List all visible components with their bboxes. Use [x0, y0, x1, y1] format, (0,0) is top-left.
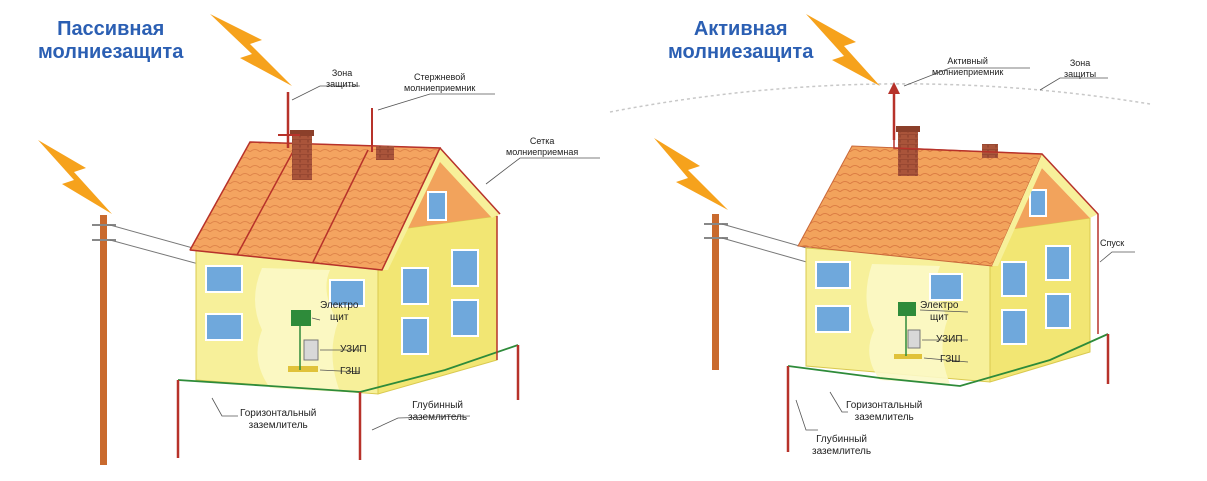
- lightning-bolt-icon: [210, 14, 292, 86]
- lightning-bolt-icon: [806, 14, 880, 86]
- label-text: Горизонтальный: [846, 400, 923, 411]
- passive-title: Пассивная молниезащита: [38, 18, 183, 64]
- lightning-bolt-icon: [38, 140, 112, 214]
- label-horizontal-ground-active: Горизонтальный заземлитель: [846, 400, 922, 424]
- windows: [815, 245, 1071, 345]
- leader-lines: [795, 67, 1135, 431]
- label-text: Электро: [320, 300, 359, 311]
- label-mesh-air-terminal: Сетка молниеприемная: [506, 136, 578, 158]
- passive-scene: [38, 14, 600, 465]
- windows: [205, 249, 479, 355]
- lightning-rod-icon: [888, 82, 1099, 228]
- label-spd-active: УЗИП: [936, 334, 963, 345]
- active-title-line2: молниезащита: [668, 41, 814, 63]
- label-text: Стержневой: [414, 72, 466, 82]
- protection-zone-arc: [609, 83, 1151, 113]
- lightning-rod-icon: [278, 92, 373, 152]
- label-text: заземлитель: [408, 412, 468, 423]
- label-electrical-panel: Электро щит: [320, 300, 358, 324]
- leader-lines: [211, 85, 600, 431]
- label-text: щит: [330, 312, 349, 323]
- label-protection-zone-active: Зона защиты: [1064, 58, 1096, 80]
- label-text: Активный: [947, 56, 988, 66]
- active-scene: [609, 14, 1151, 452]
- lightning-bolt-icon: [654, 138, 728, 210]
- label-text: молниеприемная: [506, 147, 579, 157]
- label-text: Горизонтальный: [240, 408, 317, 419]
- passive-title-line2: молниезащита: [38, 41, 184, 63]
- label-electrical-panel-active: Электро щит: [920, 300, 958, 324]
- label-gzsh: ГЗШ: [340, 366, 361, 377]
- label-text: заземлитель: [854, 412, 914, 423]
- label-text: Зона: [1069, 58, 1091, 68]
- active-title: Активная молниезащита: [668, 18, 813, 64]
- label-protection-zone: Зона защиты: [326, 68, 358, 90]
- label-text: Электро: [920, 300, 959, 311]
- label-rod-air-terminal: Стержневой молниеприемник: [404, 72, 475, 94]
- label-downconductor: Спуск: [1100, 238, 1125, 248]
- label-text: заземлитель: [248, 420, 308, 431]
- electrical-panel-icon: [894, 302, 922, 359]
- label-gzsh-active: ГЗШ: [940, 354, 961, 365]
- label-text: защиты: [326, 79, 359, 89]
- label-text: Глубинный: [816, 434, 868, 445]
- chimney: [292, 134, 312, 180]
- label-spd: УЗИП: [340, 344, 367, 355]
- label-deep-ground: Глубинный заземлитель: [408, 400, 467, 424]
- label-text: защиты: [1064, 69, 1097, 79]
- grounding-system: [176, 216, 520, 460]
- grounding-system: [786, 228, 1110, 452]
- label-horizontal-ground: Горизонтальный заземлитель: [240, 408, 316, 432]
- electrical-panel-icon: [288, 310, 319, 372]
- active-title-line1: Активная: [693, 18, 788, 40]
- passive-title-line1: Пассивная: [57, 18, 165, 40]
- label-deep-ground-active: Глубинный заземлитель: [812, 434, 871, 458]
- label-text: Зона: [331, 68, 353, 78]
- label-active-air-terminal: Активный молниеприемник: [932, 56, 1003, 78]
- label-text: щит: [930, 312, 949, 323]
- label-text: молниеприемник: [404, 83, 476, 93]
- label-text: Сетка: [529, 136, 555, 146]
- label-text: молниеприемник: [932, 67, 1004, 77]
- label-text: Глубинный: [412, 400, 464, 411]
- label-text: заземлитель: [812, 446, 872, 457]
